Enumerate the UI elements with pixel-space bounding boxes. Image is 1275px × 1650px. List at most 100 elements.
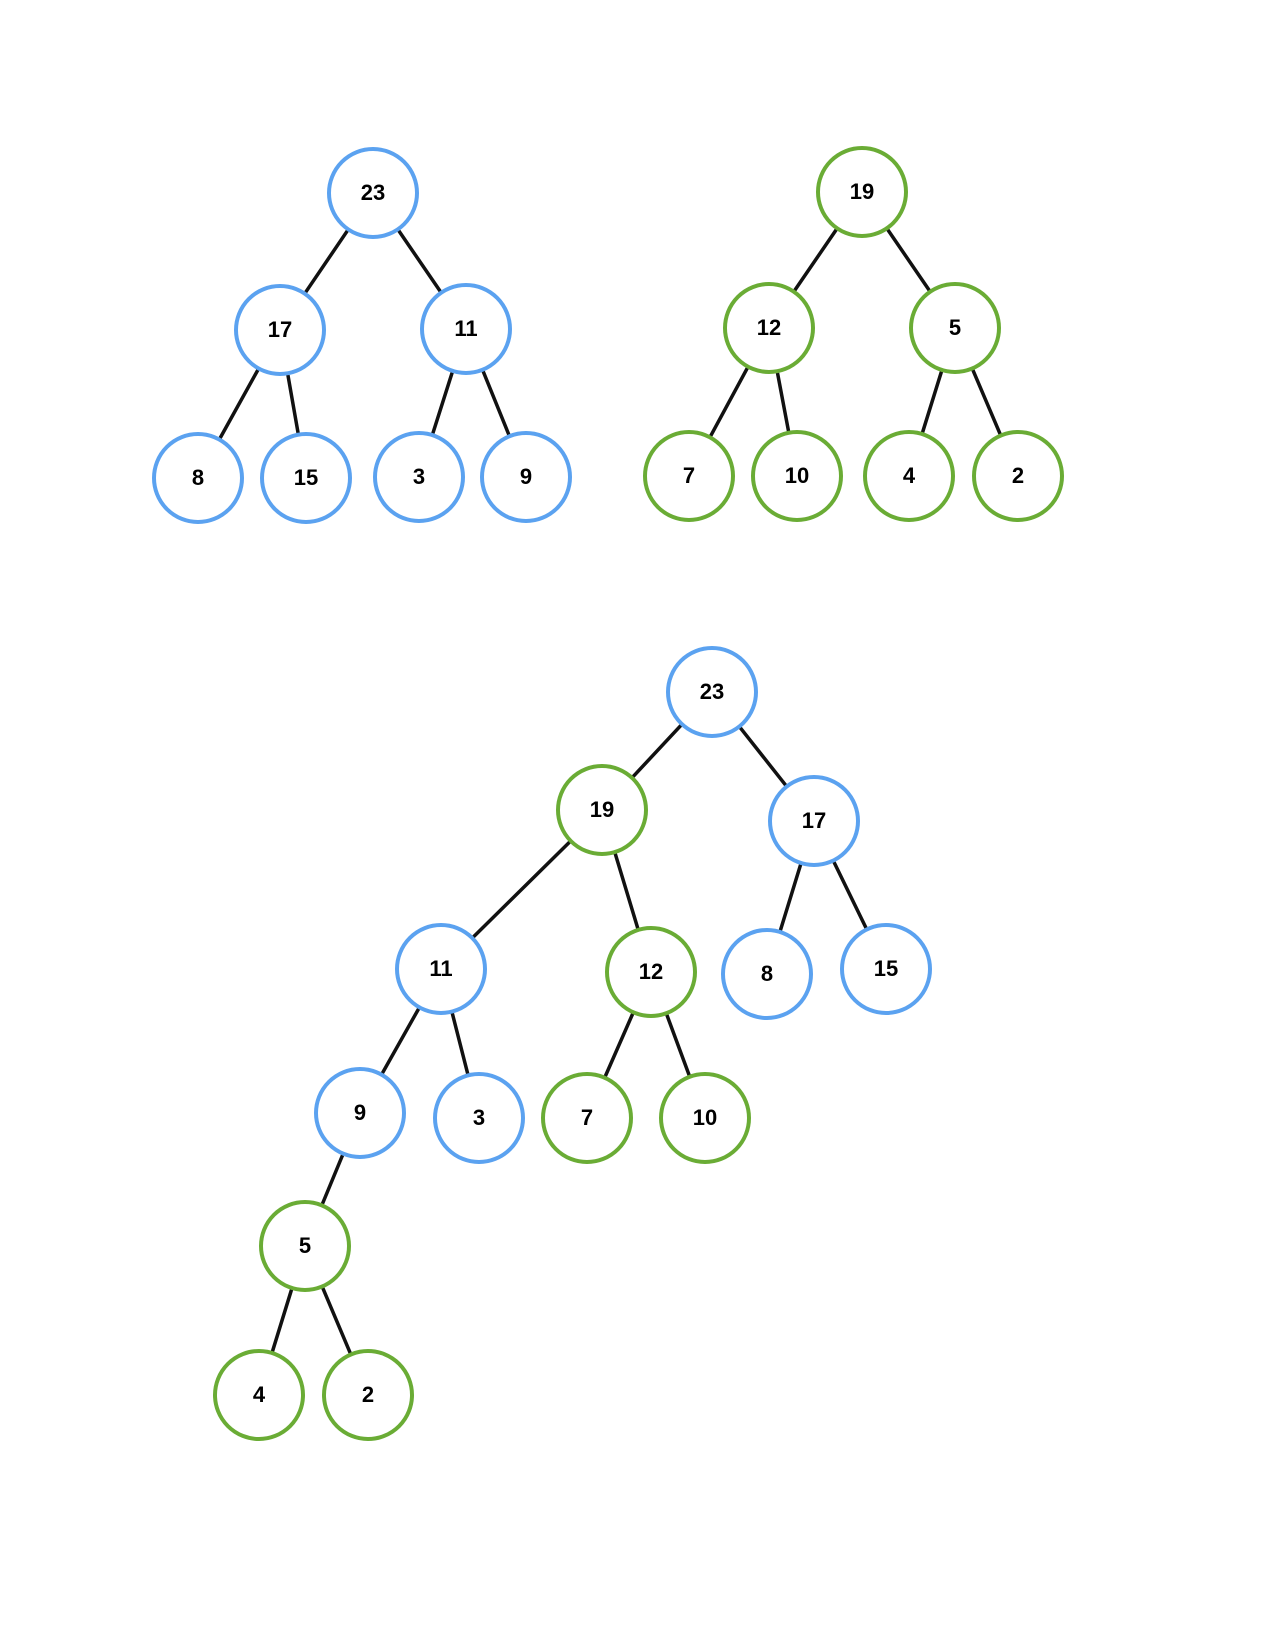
- edge-m12-m10: [665, 1013, 691, 1077]
- node-label-a9: 9: [520, 464, 532, 489]
- node-label-b2: 2: [1012, 463, 1024, 488]
- tree-node-m2: 2: [322, 1349, 414, 1441]
- edge-m23-m19: [631, 723, 683, 779]
- node-circle-m10: [659, 1072, 751, 1164]
- node-circle-a9: [480, 431, 572, 523]
- edge-b19-b5: [886, 228, 931, 292]
- edge-m19-m11: [471, 840, 572, 939]
- node-circle-m15: [840, 923, 932, 1015]
- edge-a23-a11: [397, 229, 442, 293]
- tree-node-b7: 7: [643, 430, 735, 522]
- node-circle-a8: [152, 432, 244, 524]
- node-circle-m17: [768, 775, 860, 867]
- heap-a-tree: 23 17 11 8 15 3 9: [152, 147, 572, 524]
- node-circle-b5: [909, 282, 1001, 374]
- edge-a17-a15: [286, 373, 300, 435]
- edge-m17-m15: [832, 860, 868, 930]
- tree-node-a11: 11: [420, 283, 512, 375]
- tree-node-b2: 2: [972, 430, 1064, 522]
- node-circle-m5: [259, 1200, 351, 1292]
- tree-node-a23: 23: [327, 147, 419, 239]
- tree-node-a8: 8: [152, 432, 244, 524]
- node-label-a8: 8: [192, 465, 204, 490]
- tree-node-m8: 8: [721, 928, 813, 1020]
- node-label-m4: 4: [253, 1382, 266, 1407]
- tree-node-b10: 10: [751, 430, 843, 522]
- node-label-a15: 15: [294, 465, 318, 490]
- tree-node-m23: 23: [666, 646, 758, 738]
- edge-m9-m5: [320, 1153, 345, 1206]
- tree-node-m12: 12: [605, 926, 697, 1018]
- node-label-m2: 2: [362, 1382, 374, 1407]
- tree-node-m3: 3: [433, 1072, 525, 1164]
- edge-a23-a17: [304, 229, 349, 294]
- tree-node-m19: 19: [556, 764, 648, 856]
- node-circle-b7: [643, 430, 735, 522]
- edge-b12-b7: [709, 366, 749, 438]
- node-circle-m7: [541, 1072, 633, 1164]
- tree-node-a17: 17: [234, 284, 326, 376]
- node-label-b7: 7: [683, 463, 695, 488]
- node-label-m7: 7: [581, 1105, 593, 1130]
- node-label-m23: 23: [700, 679, 724, 704]
- node-label-b4: 4: [903, 463, 916, 488]
- edge-a11-a3: [431, 371, 454, 435]
- tree-node-m4: 4: [213, 1349, 305, 1441]
- tree-node-b4: 4: [863, 430, 955, 522]
- node-circle-m9: [314, 1067, 406, 1159]
- node-circle-b10: [751, 430, 843, 522]
- node-label-a17: 17: [268, 317, 292, 342]
- edge-m12-m7: [603, 1012, 635, 1078]
- node-label-b5: 5: [949, 315, 961, 340]
- node-label-m3: 3: [473, 1105, 485, 1130]
- edge-m23-m17: [738, 726, 788, 787]
- node-label-m8: 8: [761, 961, 773, 986]
- edge-m5-m4: [270, 1288, 294, 1353]
- edge-a17-a8: [218, 368, 260, 440]
- node-circle-m12: [605, 926, 697, 1018]
- node-circle-m4: [213, 1349, 305, 1441]
- tree-node-b12: 12: [723, 282, 815, 374]
- node-label-b19: 19: [850, 179, 874, 204]
- node-label-m15: 15: [874, 956, 898, 981]
- node-label-m5: 5: [299, 1233, 311, 1258]
- node-circle-m3: [433, 1072, 525, 1164]
- edge-b5-b4: [920, 370, 944, 434]
- tree-node-b19: 19: [816, 146, 908, 238]
- node-label-a3: 3: [413, 464, 425, 489]
- node-circle-a23: [327, 147, 419, 239]
- merged-heap-tree: 23 19 17 11 12 8 15 9 3 7 10 5 4 2: [213, 646, 932, 1441]
- node-circle-a11: [420, 283, 512, 375]
- node-circle-m11: [395, 923, 487, 1015]
- tree-node-b5: 5: [909, 282, 1001, 374]
- tree-node-m9: 9: [314, 1067, 406, 1159]
- nodes-layer: 23 17 11 8 15 3 9 19 12 5 7 10 4 2 23 19 17 11 12 8 15 9 3 7 10 5…: [152, 146, 1064, 1441]
- node-label-a11: 11: [454, 316, 477, 341]
- node-label-m10: 10: [693, 1105, 717, 1130]
- edge-b19-b12: [793, 228, 838, 292]
- node-label-m9: 9: [354, 1100, 366, 1125]
- tree-node-a3: 3: [373, 431, 465, 523]
- node-circle-a17: [234, 284, 326, 376]
- node-circle-b12: [723, 282, 815, 374]
- node-label-m17: 17: [802, 808, 826, 833]
- node-circle-b2: [972, 430, 1064, 522]
- tree-node-m10: 10: [659, 1072, 751, 1164]
- node-label-m11: 11: [429, 956, 452, 981]
- edge-m11-m9: [380, 1007, 421, 1075]
- tree-node-m15: 15: [840, 923, 932, 1015]
- node-label-b12: 12: [757, 315, 781, 340]
- node-circle-m19: [556, 764, 648, 856]
- node-circle-m2: [322, 1349, 414, 1441]
- edge-m19-m12: [613, 852, 640, 930]
- edge-b12-b10: [775, 371, 791, 433]
- tree-node-m7: 7: [541, 1072, 633, 1164]
- tree-node-m11: 11: [395, 923, 487, 1015]
- node-label-m19: 19: [590, 797, 614, 822]
- edge-m17-m8: [778, 863, 803, 932]
- node-circle-b19: [816, 146, 908, 238]
- edges-layer: [218, 228, 1002, 1355]
- node-circle-m23: [666, 646, 758, 738]
- node-circle-a15: [260, 432, 352, 524]
